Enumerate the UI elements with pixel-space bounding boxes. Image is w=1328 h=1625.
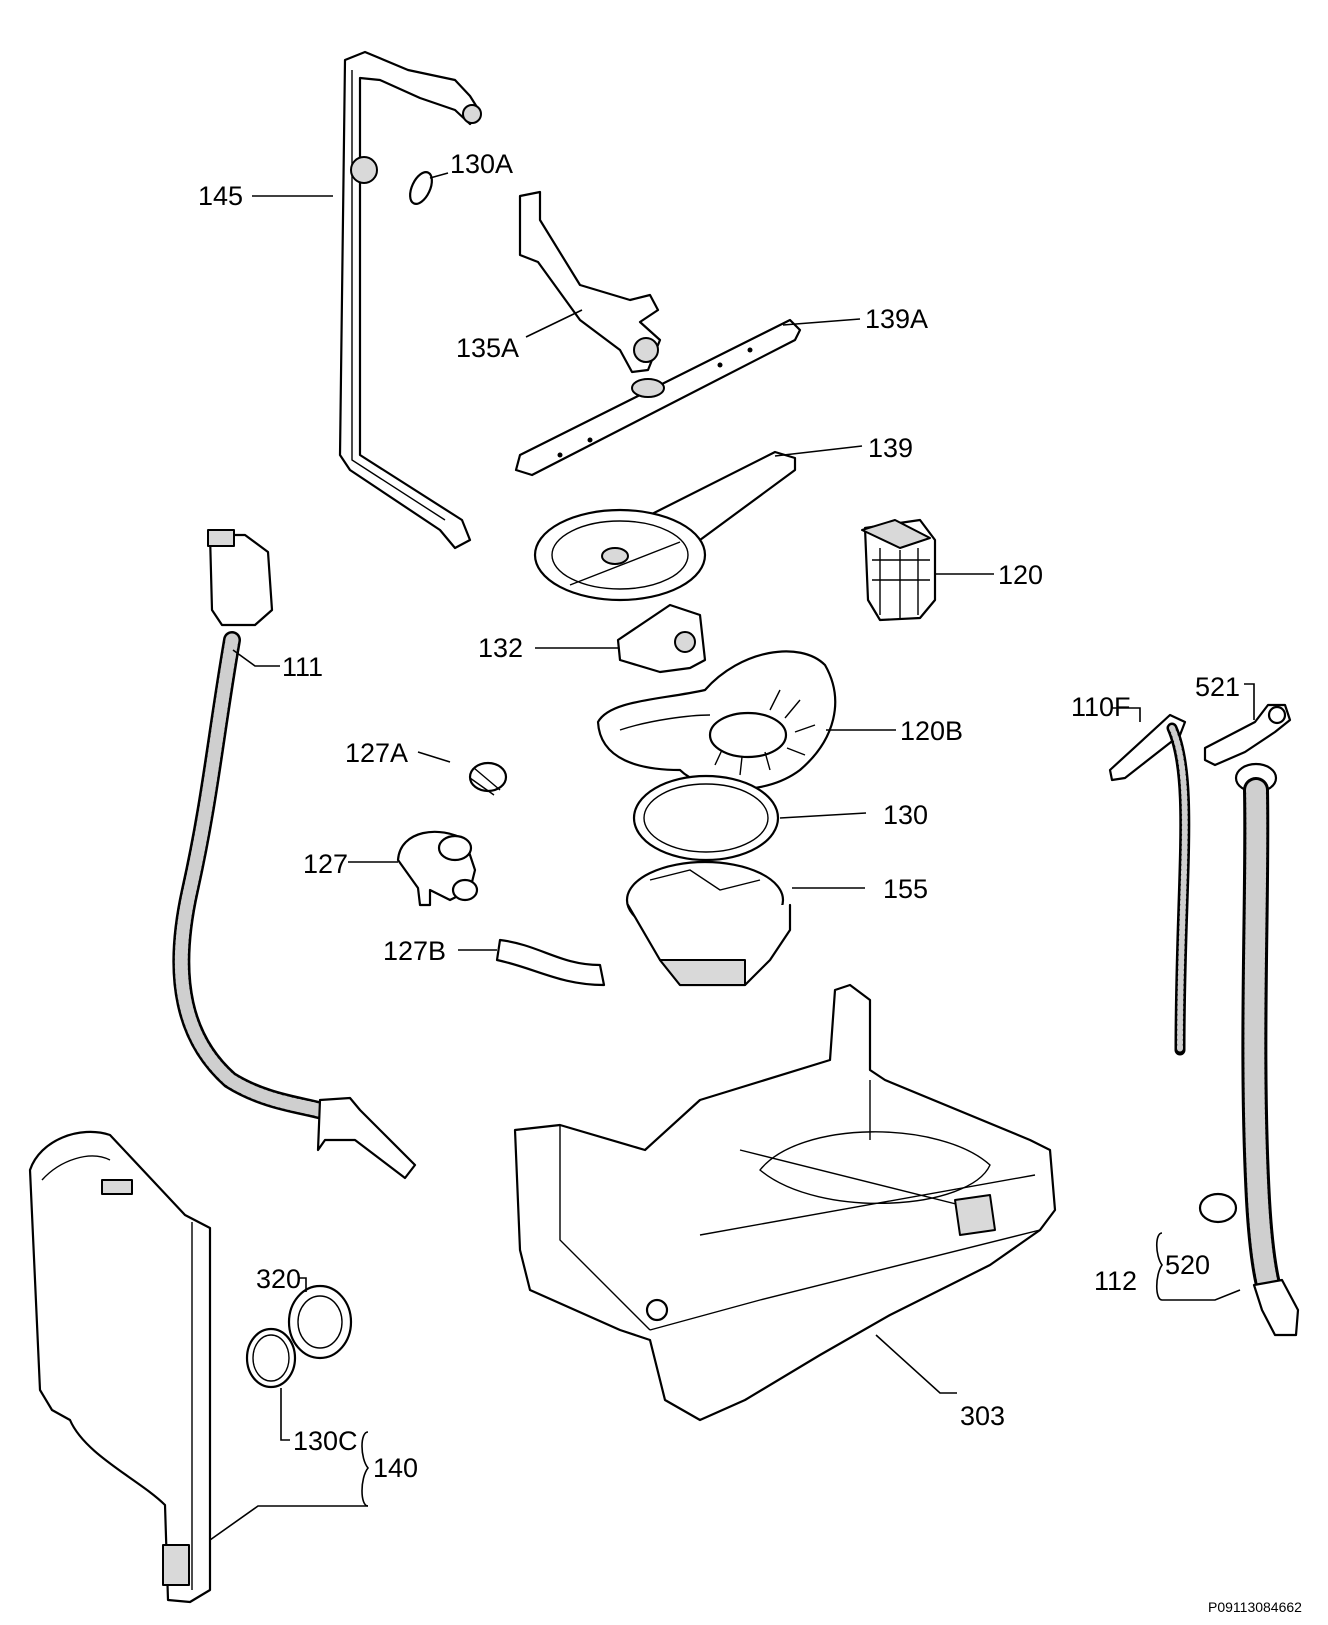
part-130-gasket — [632, 774, 780, 862]
label-130: 130 — [883, 800, 928, 830]
part-110F-tube — [1108, 713, 1191, 1056]
label-120B: 120B — [900, 716, 963, 746]
label-140: 140 — [373, 1453, 418, 1483]
diagram-reference: P09113084662 — [1208, 1599, 1302, 1615]
label-111: 111 — [282, 652, 323, 682]
label-127B: 127B — [383, 936, 446, 966]
part-111-inlet-hose — [172, 529, 417, 1180]
label-303: 303 — [960, 1401, 1005, 1431]
part-145-spray-tube — [338, 50, 482, 550]
label-135A: 135A — [456, 333, 519, 363]
label-130C: 130C — [293, 1426, 358, 1456]
part-120B-filter-plate — [596, 650, 837, 790]
label-320: 320 — [256, 1264, 301, 1294]
part-127B-hose — [495, 938, 606, 987]
part-139A-upper-spray-arm — [514, 318, 802, 477]
part-labels: 145 130A 135A 139A 139 120 132 111 110F … — [198, 149, 1302, 1615]
label-120: 120 — [998, 560, 1043, 590]
label-520: 520 — [1165, 1250, 1210, 1280]
part-140-door-panel — [28, 1130, 212, 1604]
label-110F: 110F — [1071, 692, 1131, 722]
part-521-tool — [1203, 703, 1292, 767]
part-303-base — [513, 983, 1057, 1422]
part-132-bracket — [616, 603, 707, 674]
label-155: 155 — [883, 874, 928, 904]
leader-lines — [209, 172, 1255, 1541]
part-320-ring — [287, 1284, 353, 1360]
part-112-drain-hose — [1198, 762, 1300, 1337]
label-521: 521 — [1195, 672, 1240, 702]
label-130A: 130A — [450, 149, 513, 179]
label-127: 127 — [303, 849, 348, 879]
label-139A: 139A — [865, 304, 928, 334]
part-139-lower-spray-arm — [533, 450, 797, 602]
part-127-connector — [396, 830, 479, 907]
label-139: 139 — [868, 433, 913, 463]
label-132: 132 — [478, 633, 523, 663]
label-112: 112 — [1094, 1266, 1137, 1296]
label-145: 145 — [198, 181, 243, 211]
part-127A-seal — [468, 761, 508, 796]
part-130C-ring — [245, 1327, 297, 1389]
part-155-sump — [625, 860, 792, 987]
part-130A-o-ring — [409, 171, 433, 205]
part-135A-arm-support — [518, 190, 662, 374]
part-120-filter — [861, 518, 937, 622]
label-127A: 127A — [345, 738, 408, 768]
